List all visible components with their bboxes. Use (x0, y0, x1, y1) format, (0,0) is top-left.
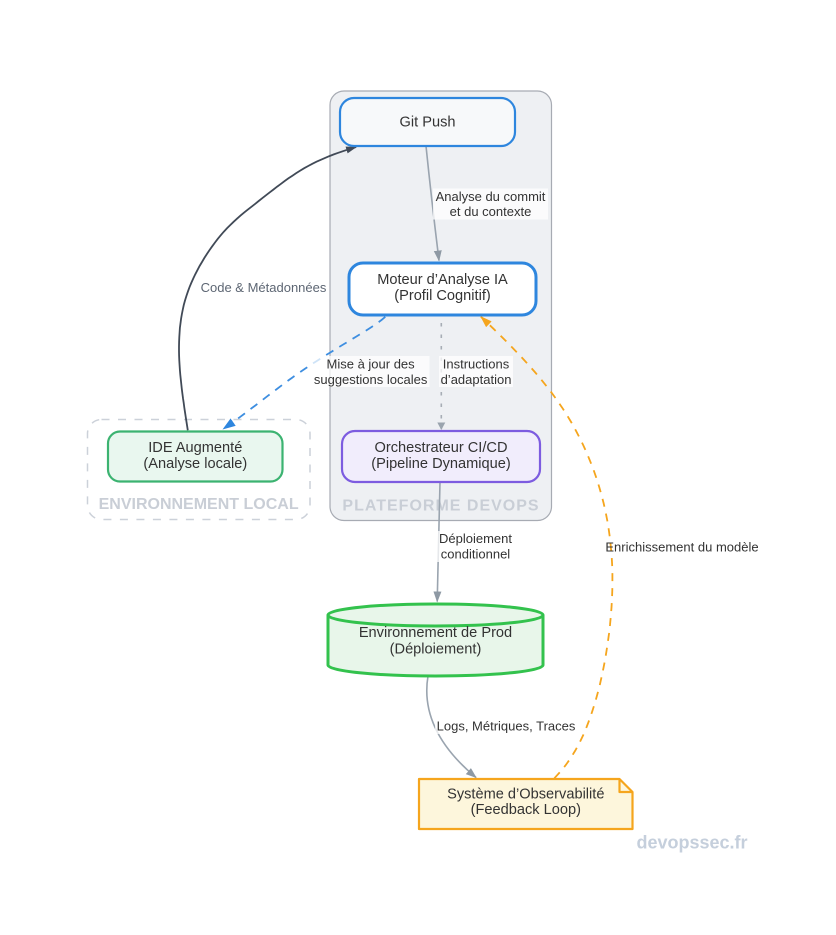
svg-text:(Analyse locale): (Analyse locale) (143, 456, 247, 472)
svg-text:Instructions: Instructions (443, 357, 510, 372)
svg-text:Code & Métadonnées: Code & Métadonnées (201, 280, 327, 295)
svg-text:d’adaptation: d’adaptation (441, 372, 512, 387)
svg-text:Enrichissement du modèle: Enrichissement du modèle (605, 540, 758, 555)
svg-text:Git Push: Git Push (400, 115, 456, 131)
svg-text:PLATEFORME DEVOPS: PLATEFORME DEVOPS (342, 497, 539, 514)
svg-text:devopssec.fr: devopssec.fr (636, 833, 747, 853)
svg-text:(Profil Cognitif): (Profil Cognitif) (394, 288, 491, 304)
svg-text:Déploiement: Déploiement (439, 531, 512, 546)
svg-text:Environnement de Prod: Environnement de Prod (359, 625, 512, 641)
svg-text:Analyse du commit: Analyse du commit (436, 189, 546, 204)
svg-text:et du contexte: et du contexte (450, 204, 532, 219)
svg-text:suggestions locales: suggestions locales (314, 372, 428, 387)
svg-text:Orchestrateur CI/CD: Orchestrateur CI/CD (375, 440, 508, 456)
svg-text:ENVIRONNEMENT LOCAL: ENVIRONNEMENT LOCAL (99, 496, 299, 513)
svg-text:Mise à jour des: Mise à jour des (327, 356, 416, 371)
svg-text:IDE Augmenté: IDE Augmenté (148, 440, 242, 456)
svg-text:Logs, Métriques, Traces: Logs, Métriques, Traces (437, 719, 576, 734)
svg-text:(Déploiement): (Déploiement) (390, 642, 482, 658)
svg-text:conditionnel: conditionnel (441, 546, 510, 561)
svg-text:(Feedback Loop): (Feedback Loop) (471, 802, 581, 818)
svg-text:Système d’Observabilité: Système d’Observabilité (447, 787, 604, 803)
svg-text:Moteur d’Analyse IA: Moteur d’Analyse IA (377, 272, 508, 288)
svg-text:(Pipeline Dynamique): (Pipeline Dynamique) (371, 456, 511, 472)
